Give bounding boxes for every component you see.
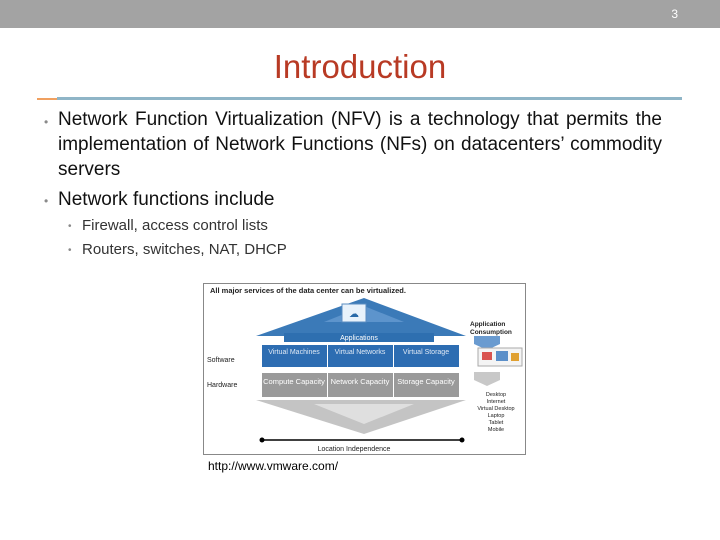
- consumption-arrow-blue: [474, 336, 500, 350]
- page-number: 3: [671, 7, 678, 21]
- virtual-machines: [262, 345, 327, 367]
- svg-text:Virtual Networks: Virtual Networks: [335, 349, 386, 356]
- app-consumption-title: Application Consumption: [470, 321, 512, 336]
- top-bar: 3: [0, 0, 720, 28]
- consumption-arrow-grey: [474, 372, 500, 386]
- sub-bullet-marker: •: [68, 221, 72, 232]
- software-label: Software: [207, 357, 235, 364]
- storage-capacity: [394, 373, 459, 397]
- slide-title: Introduction: [273, 48, 447, 85]
- sub-bullet-firewall: Firewall, access control lists: [82, 217, 268, 234]
- bullet-network-functions: Network functions include: [58, 189, 275, 210]
- cloud-user-icon: [341, 303, 367, 323]
- svg-text:Desktop: Desktop: [486, 392, 506, 398]
- svg-text:Virtual Machines: Virtual Machines: [268, 349, 320, 356]
- device-list: Desktop Internet Virtual Desktop Laptop …: [477, 392, 514, 433]
- applications-bar: [284, 333, 434, 342]
- svg-text:Laptop: Laptop: [488, 413, 505, 419]
- svg-text:Tablet: Tablet: [489, 420, 504, 426]
- sub-bullet-routers: Routers, switches, NAT, DHCP: [82, 241, 287, 258]
- figure-caption: http://www.vmware.com/: [208, 459, 339, 473]
- svg-text:Virtual Desktop: Virtual Desktop: [477, 406, 514, 412]
- hardware-label: Hardware: [207, 382, 237, 389]
- bullet-nfv: Network Function Virtualization (NFV) is…: [58, 109, 662, 180]
- svg-text:☁: ☁: [349, 309, 359, 320]
- figure-header: All major services of the data center ca…: [210, 286, 406, 295]
- svg-text:Mobile: Mobile: [488, 427, 504, 433]
- svg-text:Virtual Storage: Virtual Storage: [403, 349, 449, 356]
- virtual-networks: [328, 345, 393, 367]
- svg-text:Internet: Internet: [487, 399, 506, 405]
- svg-text:Network Capacity: Network Capacity: [331, 377, 390, 386]
- bullet-marker: •: [44, 115, 49, 129]
- compute-capacity: [262, 373, 327, 397]
- network-capacity: [328, 373, 393, 397]
- title-rule-accent: [37, 98, 57, 100]
- sub-bullet-marker: •: [68, 245, 72, 256]
- location-label: Location Independence: [318, 446, 391, 453]
- virtual-storage: [394, 345, 459, 367]
- applications-label: Applications: [340, 335, 378, 342]
- svg-text:Storage Capacity: Storage Capacity: [397, 377, 455, 386]
- svg-text:Compute Capacity: Compute Capacity: [263, 377, 325, 386]
- title-rule: [57, 97, 682, 100]
- vmware-diagram: All major services of the data center ca…: [203, 283, 526, 455]
- bullet-marker: •: [44, 194, 49, 208]
